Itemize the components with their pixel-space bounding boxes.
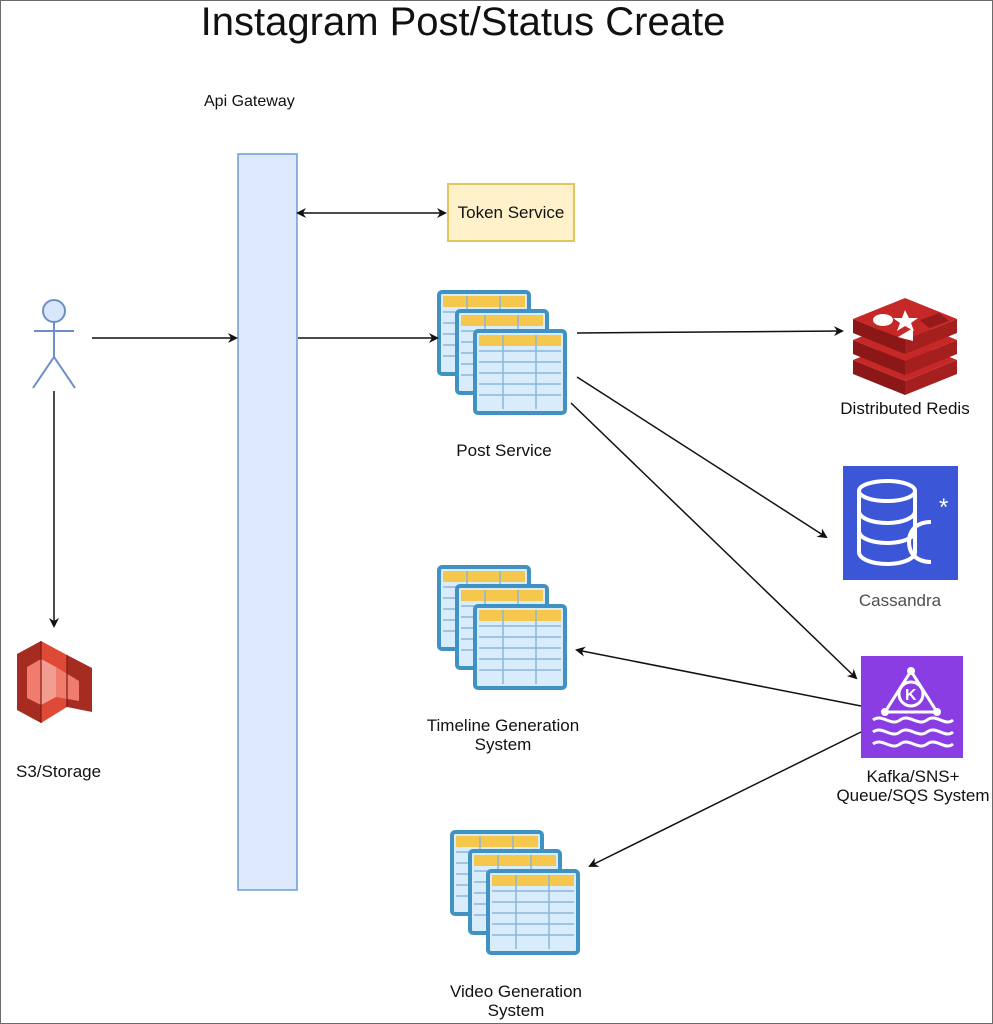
storage-label: S3/Storage xyxy=(16,762,102,781)
redis-label: Distributed Redis xyxy=(840,399,970,418)
timeline-label-line2: System xyxy=(474,734,532,754)
svg-text:*: * xyxy=(939,494,948,521)
timeline-label: Timeline Generation System xyxy=(393,716,613,754)
cassandra-icon: * xyxy=(843,466,958,580)
page-title: Instagram Post/Status Create xyxy=(200,0,726,44)
kafka-icon-letter: K xyxy=(905,687,917,704)
post-service-icon xyxy=(437,290,567,415)
post-to-kafka-arrow xyxy=(570,402,858,680)
timeline-system-icon xyxy=(437,565,567,690)
actor-icon xyxy=(32,299,76,389)
video-system-icon xyxy=(450,830,580,955)
kafka-label: Kafka/SNS+ Queue/SQS System xyxy=(823,767,992,805)
api-gateway-label: Api Gateway xyxy=(204,93,295,110)
token-service-label: Token Service xyxy=(457,202,565,222)
video-label: Video Generation System xyxy=(426,982,606,1020)
timeline-label-line1: Timeline Generation xyxy=(426,716,580,735)
api-gateway xyxy=(237,153,298,891)
kafka-to-video-arrow xyxy=(588,731,862,867)
post-to-cassandra-arrow xyxy=(576,376,828,539)
kafka-label-line1: Kafka/SNS+ xyxy=(866,767,960,786)
redis-icon xyxy=(853,298,957,395)
cassandra-label: Cassandra xyxy=(858,591,942,610)
video-label-line1: Video Generation xyxy=(449,982,582,1001)
kafka-to-timeline-arrow xyxy=(575,646,862,707)
kafka-label-line2: Queue/SQS System xyxy=(836,785,990,805)
post-to-redis-arrow xyxy=(576,326,844,337)
storage-icon xyxy=(17,641,92,723)
post-service-label: Post Service xyxy=(456,441,552,460)
video-label-line2: System xyxy=(487,1000,545,1020)
token-service-box: Token Service xyxy=(447,183,575,242)
kafka-icon: K xyxy=(861,656,963,758)
